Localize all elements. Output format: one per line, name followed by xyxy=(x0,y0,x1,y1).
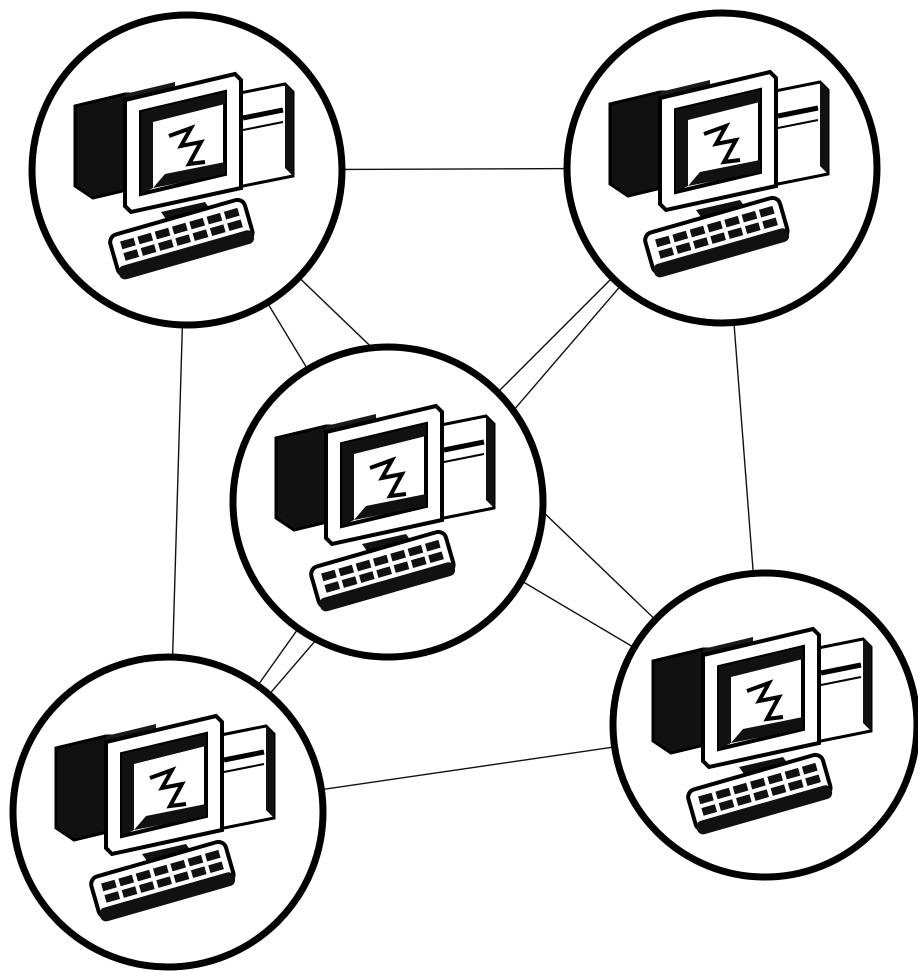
node-bottom-right xyxy=(609,569,918,881)
network-nodes xyxy=(9,9,918,971)
node-center xyxy=(229,343,547,661)
node-bottom-left xyxy=(9,653,327,971)
node-top-left xyxy=(28,11,346,329)
node-top-right xyxy=(563,9,881,327)
